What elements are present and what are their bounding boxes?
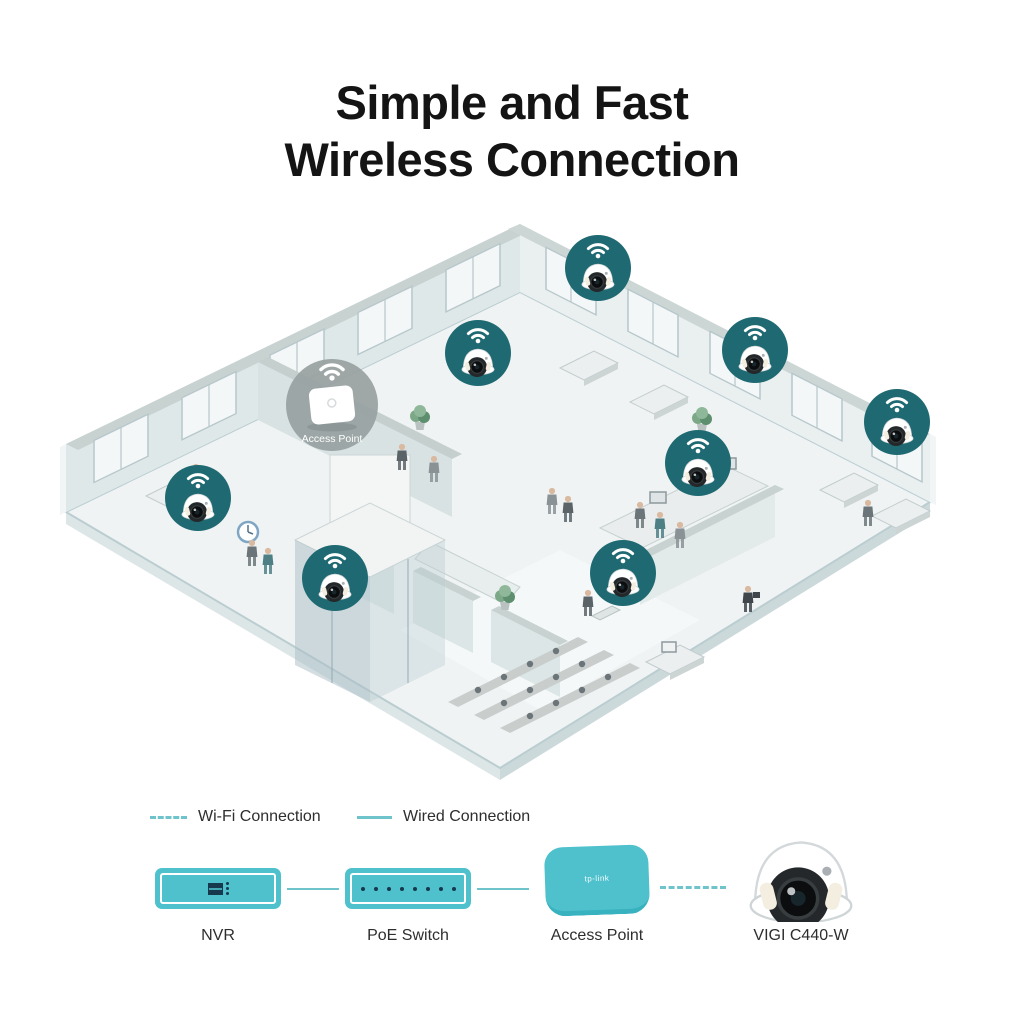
wifi-dashed-line-swatch: [150, 815, 187, 819]
camera-badge-7: [302, 545, 368, 611]
page-title: Simple and Fast Wireless Connection: [0, 74, 1024, 189]
access-point-device-icon: tp-link: [543, 844, 651, 917]
nvr-label: NVR: [201, 927, 235, 944]
camera-badge-1: [565, 235, 631, 301]
camera-badge-8: [590, 540, 656, 606]
title-line-1: Simple and Fast: [335, 76, 689, 129]
nvr-front-panel-icon: [207, 882, 229, 895]
vigi-camera-device-icon: [748, 840, 854, 922]
wifi-connector-ap-camera: [660, 886, 726, 889]
legend-wired: Wired Connection: [357, 808, 530, 826]
wifi-legend-label: Wi-Fi Connection: [198, 808, 321, 825]
wired-connector-poe-ap: [477, 888, 529, 890]
title-line-2: Wireless Connection: [284, 133, 740, 187]
wired-connector-nvr-poe: [287, 888, 339, 890]
back-left-wall: [60, 224, 532, 515]
camera-badge-4: [864, 389, 930, 455]
camera-badge-5: [665, 430, 731, 496]
nvr-device-icon: [155, 868, 281, 909]
wired-legend-label: Wired Connection: [403, 808, 531, 825]
tp-link-logo: tp-link: [584, 873, 610, 883]
legend-wifi: Wi-Fi Connection: [150, 808, 321, 826]
poe-switch-device-icon: [345, 868, 471, 909]
camera-badge-2: [445, 320, 511, 386]
people: [190, 443, 874, 616]
wired-solid-line-swatch: [357, 815, 392, 819]
poe-ports-icon: [360, 886, 456, 891]
access-point-badge-label: Access Point: [302, 433, 363, 445]
office-floorplan-illustration: Access Point: [60, 224, 936, 780]
access-point-label: Access Point: [550, 927, 644, 944]
camera-badge-6: [165, 465, 231, 531]
camera-badge-3: [722, 317, 788, 383]
access-point-badge: Access Point: [286, 359, 378, 451]
poe-switch-label: PoE Switch: [367, 927, 449, 944]
vigi-camera-label: VIGI C440-W: [753, 927, 849, 944]
